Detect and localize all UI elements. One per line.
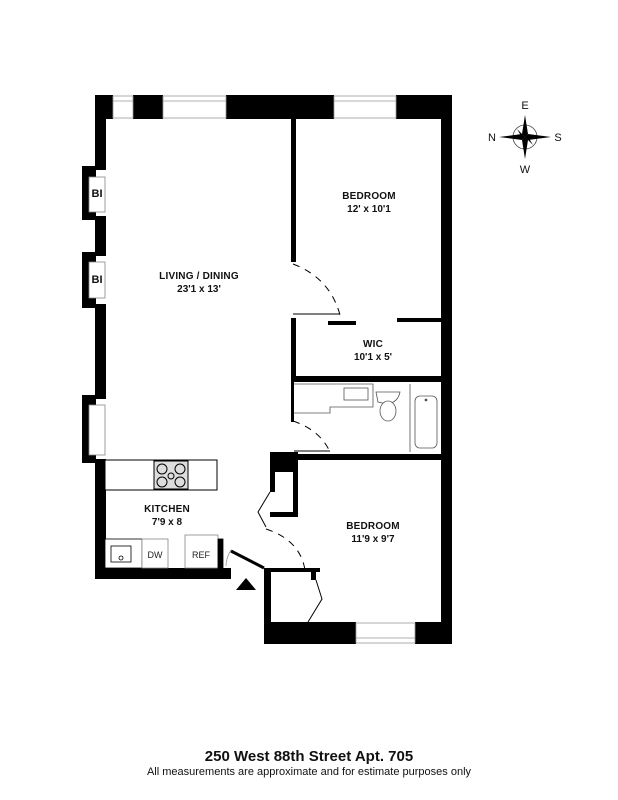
- room-wic: WIC 10'1 x 5': [354, 338, 392, 364]
- room-dimensions: 10'1 x 5': [353, 352, 393, 363]
- room-dimensions: 23'1 x 13': [177, 284, 221, 295]
- room-dimensions: 11'9 x 9'7: [351, 534, 395, 545]
- room-living-dining: LIVING / DINING 23'1 x 13': [159, 270, 239, 296]
- room-name: LIVING / DINING: [159, 271, 239, 282]
- room-name: BEDROOM: [346, 521, 400, 532]
- compass-east-label: E: [521, 100, 529, 112]
- bathroom-fixtures: [294, 383, 438, 452]
- room-kitchen: KITCHEN 7'9 x 8: [144, 503, 190, 529]
- room-name: BEDROOM: [342, 191, 396, 202]
- interior-walls: [264, 117, 443, 580]
- compass-west-label: W: [519, 164, 531, 176]
- built-in-label: BI: [91, 188, 103, 200]
- room-bedroom-1: BEDROOM 12' x 10'1: [342, 190, 396, 216]
- room-name: KITCHEN: [144, 504, 190, 515]
- disclaimer-text: All measurements are approximate and for…: [146, 766, 472, 778]
- dishwasher-label: DW: [147, 550, 163, 560]
- built-in-label: BI: [91, 274, 103, 286]
- refrigerator-label: REF: [192, 550, 210, 560]
- address-title: 250 West 88th Street Apt. 705: [204, 748, 414, 765]
- room-name: WIC: [362, 339, 384, 350]
- windows: [88, 95, 416, 644]
- door-swings: [265, 263, 341, 571]
- kitchen-counter: [104, 459, 218, 491]
- room-bedroom-2: BEDROOM 11'9 x 9'7: [346, 520, 400, 546]
- room-dimensions: 7'9 x 8: [151, 517, 183, 528]
- entry-door: [230, 549, 265, 570]
- compass-south-label: S: [554, 132, 562, 144]
- compass-north-label: N: [488, 132, 496, 144]
- kitchen-lower-counters: [104, 534, 224, 570]
- entrance-arrow-icon: [236, 578, 256, 590]
- room-dimensions: 12' x 10'1: [347, 204, 391, 215]
- compass-rose-icon: [499, 115, 551, 159]
- closet-doors: [257, 491, 323, 623]
